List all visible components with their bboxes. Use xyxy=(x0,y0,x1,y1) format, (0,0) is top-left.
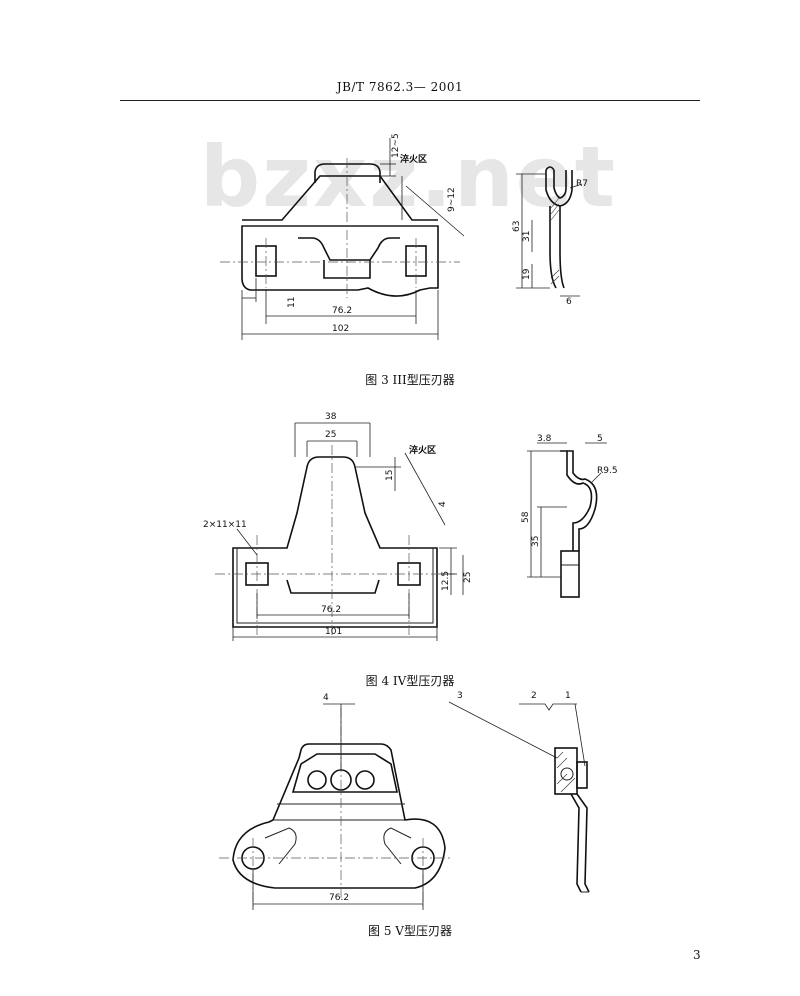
fig3-dim-31: 31 xyxy=(522,231,532,242)
header-rule xyxy=(120,100,700,101)
fig4-holes: 2×11×11 xyxy=(203,520,247,530)
fig5-side-view xyxy=(448,701,590,893)
fig4-side-view xyxy=(527,442,607,598)
fig4-dim-38: 38 xyxy=(325,412,337,422)
standard-header: JB/T 7862.3— 2001 xyxy=(336,80,464,94)
figure-5-drawing: 4 76.2 3 2 1 xyxy=(219,691,590,910)
figure-4-caption: 图 4 IV型压刃器 xyxy=(365,674,455,688)
fig4-dim-5: 5 xyxy=(597,434,603,444)
fig5-front-view xyxy=(219,708,453,908)
fig3-front-view xyxy=(220,158,460,298)
fig3-dim-102: 102 xyxy=(332,324,349,334)
fig4-dim-76-2: 76.2 xyxy=(321,605,341,615)
fig3-dim-11: 11 xyxy=(287,297,297,308)
fig3-dim-63: 63 xyxy=(512,221,522,232)
fig4-dimensions xyxy=(232,422,464,641)
figure-3-drawing: 12~5 淬火区 9~12 11 76.2 102 63 31 19 6 R7 xyxy=(220,133,588,340)
fig3-dim-9-12: 9~12 xyxy=(447,187,457,212)
fig3-hardened-zone: 淬火区 xyxy=(400,153,427,165)
page-number: 3 xyxy=(693,948,701,962)
fig5-dim-76-2: 76.2 xyxy=(329,893,349,903)
fig3-dim-19: 19 xyxy=(522,268,532,280)
fig5-item-3: 3 xyxy=(457,691,463,701)
fig4-dim-3-8: 3.8 xyxy=(537,434,552,444)
fig4-dim-58: 58 xyxy=(521,511,531,523)
figure-4-drawing: 38 25 淬火区 15 4 2×11×11 12.5 25 76.2 101 … xyxy=(203,412,618,641)
fig4-dim-15: 15 xyxy=(385,470,395,481)
fig4-dim-12-5: 12.5 xyxy=(441,571,451,591)
fig5-dimensions xyxy=(252,703,424,910)
fig5-item-2: 2 xyxy=(531,691,537,701)
fig3-radius-r7: R7 xyxy=(576,179,588,189)
fig4-dim-25-top: 25 xyxy=(325,430,336,440)
figure-5-caption: 图 5 V型压刃器 xyxy=(368,924,452,938)
fig3-dim-6: 6 xyxy=(566,297,572,307)
fig3-dimensions xyxy=(241,138,465,340)
figure-3-caption: 图 3 III型压刃器 xyxy=(365,373,455,387)
fig4-dim-25-right: 25 xyxy=(463,572,473,583)
fig4-dim-101: 101 xyxy=(325,627,342,637)
fig4-dim-35: 35 xyxy=(531,536,541,547)
fig4-dim-4: 4 xyxy=(438,501,448,507)
fig4-hardened-zone: 淬火区 xyxy=(409,444,436,456)
fig4-radius-r9-5: R9.5 xyxy=(597,466,618,476)
fig4-front-view xyxy=(215,445,455,635)
fig3-side-view xyxy=(516,166,583,297)
fig3-dim-76-2: 76.2 xyxy=(332,306,352,316)
fig5-item-1: 1 xyxy=(565,691,571,701)
fig5-item-4: 4 xyxy=(323,693,329,703)
fig3-dim-12-5: 12~5 xyxy=(391,133,401,158)
